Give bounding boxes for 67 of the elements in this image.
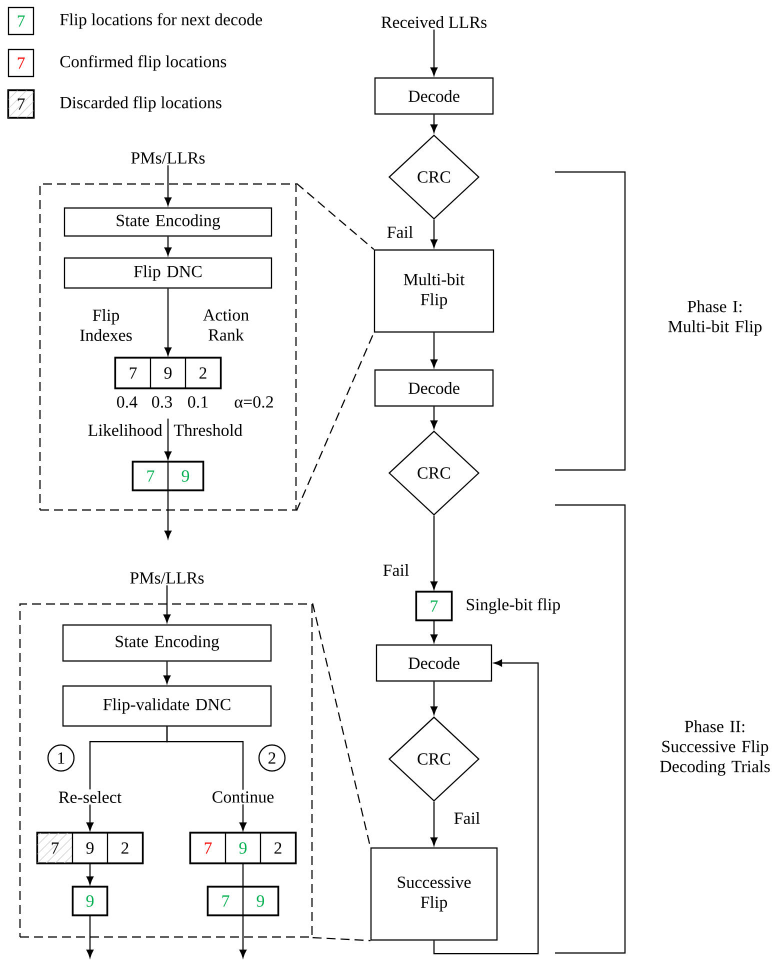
arrow (164, 165, 172, 206)
probability-value: α=0.2 (234, 396, 273, 408)
edge-label: Fail (452, 811, 482, 825)
index-cells: 7 9 2 (114, 356, 222, 390)
arrow (86, 804, 94, 831)
annotation: Flip Indexes (80, 309, 132, 341)
arrow (163, 585, 171, 623)
process-box: Decode (374, 77, 494, 115)
step-number: 2 (258, 744, 286, 772)
index-cells: 7 9 (132, 460, 204, 492)
arrow (164, 490, 172, 539)
edge-label: Fail (386, 225, 414, 239)
arrow (239, 916, 247, 958)
phase-label: Phase II: Successive Flip Decoding Trials (660, 720, 770, 776)
index-cells: 7 (415, 590, 453, 622)
arrow (164, 418, 172, 460)
index-cells: 9 (72, 886, 108, 916)
legend-text: Flip locations for next decode (60, 13, 262, 29)
connector (166, 726, 244, 790)
arrow (430, 802, 438, 846)
flow-text: PMs/LLRs (130, 572, 204, 584)
zoom-line (296, 332, 374, 511)
arrow (164, 288, 172, 356)
flow-text: Received LLRs (381, 16, 487, 28)
probability-value: 0.3 (152, 396, 172, 408)
zoom-panel (39, 183, 297, 511)
index-cells: 7 9 2 (36, 832, 144, 864)
process-box: State Encoding (64, 207, 272, 237)
arrow (164, 236, 172, 256)
arrow (430, 114, 438, 133)
flow-text: PMs/LLRs (131, 152, 205, 164)
annotation: Threshold (174, 424, 242, 436)
arrow (430, 30, 438, 76)
node-caption: Single-bit flip (466, 598, 560, 614)
index-cells: 7 9 2 (189, 832, 297, 864)
legend-text: Discarded flip locations (60, 96, 222, 112)
index-cells: 7 9 (206, 886, 280, 916)
arrow (86, 916, 94, 958)
zoom-line (312, 937, 370, 942)
process-box: Decode (376, 644, 492, 682)
arrow (433, 659, 539, 954)
connector (242, 864, 244, 886)
zoom-panel (19, 603, 313, 938)
arrow (430, 682, 438, 715)
arrow (430, 220, 438, 248)
flow-text: Continue (212, 791, 274, 803)
zoom-line (296, 182, 374, 250)
arrow (86, 864, 94, 885)
process-box: Flip-validate DNC (62, 685, 272, 727)
legend-text: Confirmed flip locations (60, 55, 226, 71)
arrow (430, 620, 438, 643)
process-box: Multi-bit Flip (374, 249, 494, 333)
edge-label: Fail (382, 563, 410, 577)
process-box: Flip DNC (64, 257, 272, 289)
arrow (430, 516, 438, 590)
annotation: Likelihood (88, 424, 162, 436)
annotation: Action Rank (203, 309, 249, 341)
flow-text: Re-select (58, 791, 122, 803)
arrow (430, 406, 438, 429)
phase-label: Phase I: Multi-bit Flip (668, 300, 762, 336)
step-number: 1 (47, 744, 75, 772)
process-box: State Encoding (62, 624, 272, 662)
arrow (430, 332, 438, 368)
process-box: Successive Flip (370, 847, 498, 941)
arrow (239, 804, 247, 831)
process-box: Decode (374, 369, 494, 407)
arrow (163, 662, 171, 684)
